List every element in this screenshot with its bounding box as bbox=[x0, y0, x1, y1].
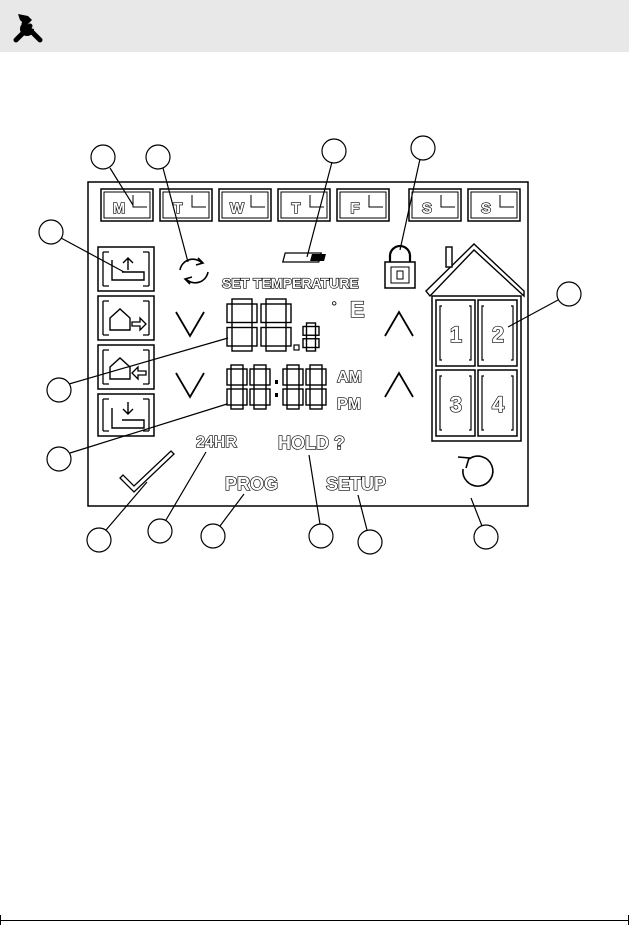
setup-label: SETUP bbox=[326, 474, 386, 494]
page-bottom-rule bbox=[0, 920, 629, 921]
decimal-point bbox=[294, 345, 299, 350]
callout-circle bbox=[47, 378, 71, 402]
am-label: AM bbox=[337, 369, 362, 386]
wake-icon bbox=[98, 247, 154, 291]
unit-label: E bbox=[350, 297, 365, 322]
page-corner-tick bbox=[0, 915, 1, 925]
colon-top bbox=[275, 380, 278, 384]
prog-label: PROG bbox=[225, 474, 278, 494]
callout-circle bbox=[91, 145, 115, 169]
degree-symbol: ° bbox=[331, 299, 337, 316]
callout-circle bbox=[87, 528, 111, 552]
day-box: M bbox=[101, 189, 153, 221]
leave-home-icon bbox=[98, 296, 154, 340]
pm-label: PM bbox=[337, 396, 361, 413]
colon-bottom bbox=[275, 393, 278, 397]
callout-circle bbox=[474, 525, 498, 549]
program-number-box: 4 bbox=[478, 370, 517, 436]
callout-circle bbox=[146, 145, 170, 169]
day-box: T bbox=[278, 189, 330, 221]
program-number: 1 bbox=[450, 322, 462, 347]
callout-circle bbox=[148, 519, 172, 543]
callout-circle bbox=[322, 139, 346, 163]
program-number-box: 3 bbox=[436, 370, 475, 436]
callout-circle bbox=[358, 530, 382, 554]
24hr-label: 24HR bbox=[196, 434, 237, 451]
day-label: S bbox=[481, 200, 491, 217]
battery-icon bbox=[283, 253, 326, 262]
callout-circle bbox=[411, 136, 435, 160]
hold-label: HOLD ? bbox=[278, 433, 345, 453]
day-label: F bbox=[350, 200, 359, 217]
callout-circle bbox=[557, 282, 581, 306]
day-label: W bbox=[230, 200, 245, 217]
day-box: S bbox=[468, 189, 520, 221]
day-box: W bbox=[219, 189, 271, 221]
callout-circle bbox=[309, 524, 333, 548]
callout-circle bbox=[201, 524, 225, 548]
day-box: T bbox=[160, 189, 212, 221]
program-number: 3 bbox=[450, 392, 462, 417]
program-number: 2 bbox=[492, 322, 504, 347]
program-number-box: 1 bbox=[436, 300, 475, 366]
callout-circle bbox=[47, 447, 71, 471]
day-box: F bbox=[337, 189, 389, 221]
day-label: T bbox=[291, 200, 300, 217]
set-temperature-label: SET TEMPERATURE bbox=[222, 275, 359, 291]
program-number: 4 bbox=[492, 392, 505, 417]
day-label: M bbox=[113, 200, 126, 217]
day-box: S bbox=[409, 189, 461, 221]
program-number-box: 2 bbox=[478, 300, 517, 366]
callout-circle bbox=[39, 220, 63, 244]
day-label: S bbox=[422, 200, 432, 217]
